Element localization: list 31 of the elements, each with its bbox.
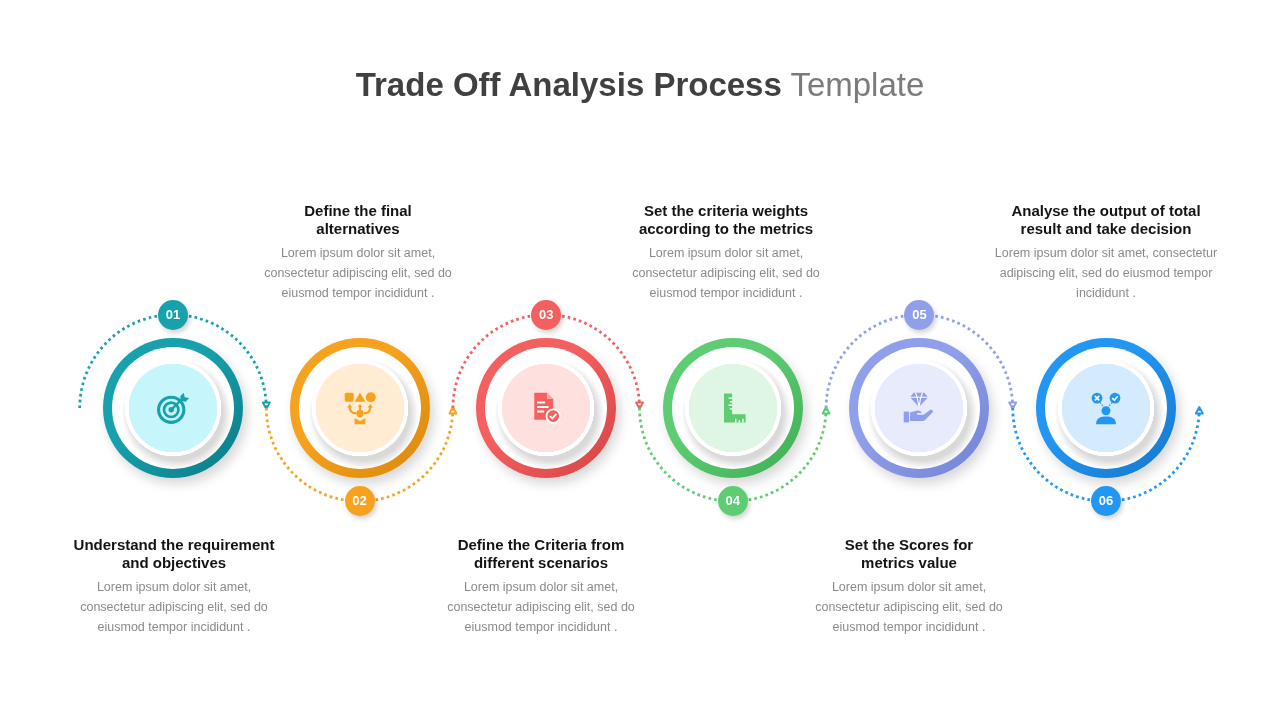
step-description: Lorem ipsum dolor sit amet, consectetur adipiscing elit, sed do eiusmod tempor incididunt . [814,579,1004,636]
dotted-line [824,314,904,409]
dotted-line [1011,407,1091,502]
dotted-arrow [748,406,831,502]
dotted-arrow [1121,406,1204,502]
dotted-line [451,314,531,409]
title: Trade Off Analysis Process Template [355,65,925,105]
dotted-arrow [935,314,1017,410]
step-description: Lorem ipsum dolor sit amet, consectetur adipiscing elit, sed do eiusmod tempor incididunt . [631,245,821,302]
step-heading: Analyse the output of total result and take decision [1010,202,1202,238]
step-heading: Understand the requirement and objectives [73,536,275,572]
step-description: Lorem ipsum dolor sit amet, consectetur adipiscing elit, sed do eiusmod tempor incididunt . [79,579,269,636]
dotted-arrow [561,314,644,410]
step-description: Lorem ipsum dolor sit amet, consectetur adipiscing elit, sed do eiusmod tempor incididunt . [994,245,1218,302]
step-number-badge: 04 [717,486,748,517]
step-number-badge: 01 [158,299,188,330]
dotted-line [264,407,344,502]
dotted-line [78,314,158,409]
step-description: Lorem ipsum dolor sit amet, consectetur adipiscing elit, sed do eiusmod tempor incididunt . [263,245,453,302]
step-number-badge: 05 [904,299,935,330]
dotted-arrow [188,314,271,410]
step-heading: Set the Scores for metrics value [844,536,974,572]
step-heading: Define the Criteria from different scenarios [457,536,625,572]
step-number-badge: 03 [531,299,562,330]
step-heading: Define the final alternatives [303,202,413,238]
dotted-arrow [375,406,457,502]
step-number-badge: 06 [1091,486,1121,517]
step-description: Lorem ipsum dolor sit amet, consectetur adipiscing elit, sed do eiusmod tempor incididunt . [446,579,636,636]
dotted-line [638,407,718,502]
step-heading: Set the criteria weights according to the metrics [638,202,814,238]
step-number-badge: 02 [344,486,375,517]
